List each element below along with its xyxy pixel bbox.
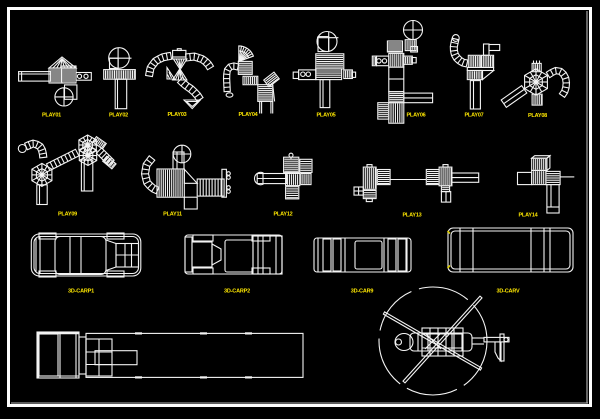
svg-text:PLAY13: PLAY13 bbox=[402, 213, 421, 219]
svg-text:PLAY09: PLAY09 bbox=[58, 212, 77, 218]
svg-text:PLAY03: PLAY03 bbox=[167, 112, 186, 118]
svg-text:PLAY07: PLAY07 bbox=[464, 113, 483, 119]
svg-text:PLAY12: PLAY12 bbox=[273, 212, 292, 218]
svg-text:PLAY02: PLAY02 bbox=[109, 113, 128, 119]
svg-text:PLAY06: PLAY06 bbox=[406, 113, 425, 119]
svg-text:3D-CAR9: 3D-CAR9 bbox=[351, 289, 374, 295]
svg-text:PLAY05: PLAY05 bbox=[316, 113, 335, 119]
svg-text:3D-CARP1: 3D-CARP1 bbox=[68, 289, 94, 295]
svg-text:PLAY11: PLAY11 bbox=[163, 212, 182, 218]
svg-text:3D-CARP2: 3D-CARP2 bbox=[224, 289, 250, 295]
svg-text:PLAY04: PLAY04 bbox=[238, 112, 258, 118]
svg-text:PLAY01: PLAY01 bbox=[42, 113, 61, 119]
svg-text:3D-CARV: 3D-CARV bbox=[497, 289, 520, 295]
svg-text:PLAY08: PLAY08 bbox=[528, 113, 547, 119]
svg-text:PLAY14: PLAY14 bbox=[518, 213, 538, 219]
